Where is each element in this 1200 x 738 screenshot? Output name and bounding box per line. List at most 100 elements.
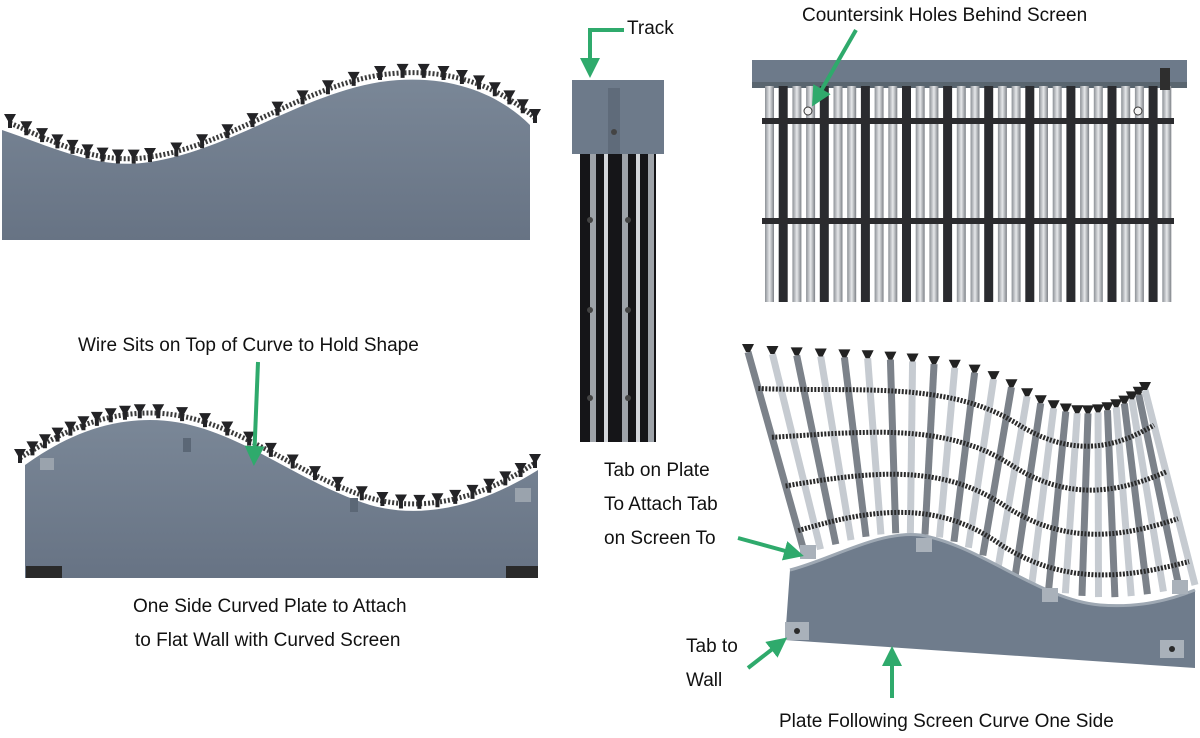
screen-bar-end [321, 80, 334, 95]
screen-bar [943, 86, 953, 302]
screen-bar [1080, 86, 1090, 302]
iso-wire [797, 509, 1190, 578]
screen-bar-end [20, 121, 33, 136]
screen-bar [970, 86, 980, 302]
track-bolt [587, 217, 593, 223]
top-left-plate-view [2, 63, 541, 240]
iso-bar-end [1139, 382, 1151, 390]
screen-bar [778, 86, 788, 302]
screen-bar-end [271, 101, 284, 116]
iso-bar [994, 395, 1031, 567]
screen-bar-end [111, 149, 124, 164]
screen-bar-end [488, 82, 501, 97]
screen-bar-end [394, 494, 407, 509]
iso-bar-end [968, 364, 981, 373]
iso-bar-end [1059, 403, 1072, 412]
screen-bar-end [81, 144, 94, 159]
iso-bar [793, 354, 840, 546]
iso-tab-wall-right-hole [1169, 646, 1175, 652]
screen-bar-end [376, 491, 389, 506]
screen-bar [929, 86, 939, 302]
screen-bar [1052, 86, 1062, 302]
iso-plate-top-edge [789, 532, 1196, 608]
countersink-hole-left [803, 106, 813, 116]
screen-bar-end [331, 476, 344, 491]
front-track-lip [752, 82, 1187, 88]
iso-plate-tab-3 [1042, 588, 1058, 602]
screen-bar-ends-mid-left [14, 404, 541, 509]
screen-bar-ends-top-left [4, 63, 541, 164]
arrow-track [580, 28, 624, 78]
iso-screen-view [742, 344, 1199, 668]
screen-bar [1039, 86, 1048, 302]
iso-bar-end [906, 353, 919, 362]
iso-wire [771, 429, 1167, 493]
iso-bar-end [790, 347, 803, 356]
iso-screen-wires [758, 386, 1190, 578]
screen-bar-end [64, 421, 77, 436]
iso-plate-front-face [785, 534, 1195, 668]
iso-bar-end [1034, 395, 1047, 404]
screen-bar-end [51, 427, 64, 442]
label-tab-wall-line1: Tab to [686, 636, 738, 657]
screen-bar [833, 86, 843, 302]
screen-bar-end [437, 66, 450, 81]
screen-bar-end [38, 434, 51, 449]
curved-plate-mid-left [25, 420, 538, 578]
iso-bar [979, 386, 1015, 557]
iso-bar-end [742, 344, 754, 352]
iso-bar [1103, 410, 1119, 598]
track-bar [648, 150, 654, 442]
screen-bar-end [503, 90, 516, 105]
screen-bar-end [413, 494, 426, 509]
plate-tab-mid-1 [183, 438, 191, 452]
screen-bar [1121, 86, 1131, 302]
screen-bar-end [90, 411, 103, 426]
screen-bar [997, 86, 1007, 302]
arrow-wire-sits [244, 361, 265, 466]
iso-bar [921, 363, 938, 535]
screen-bar [874, 86, 884, 302]
screen-bar-end [529, 109, 541, 123]
screen-bar-end [347, 71, 360, 86]
track-bolt [587, 395, 593, 401]
screen-bar-end [309, 466, 322, 481]
label-one-side-line1: One Side Curved Plate to Attach [133, 596, 407, 617]
screen-bar-end [473, 75, 486, 90]
label-tab-plate-line1: Tab on Plate [604, 460, 710, 481]
screen-bar-end [455, 69, 468, 84]
screen-bar-end [221, 421, 234, 436]
screen-bar-end [529, 454, 541, 468]
screen-bar-end [144, 148, 156, 162]
screen-bar-end [96, 147, 109, 162]
foot-tab-right [506, 566, 538, 578]
track-bar [604, 150, 608, 442]
iso-bar-end [1132, 386, 1145, 395]
curved-plate-top-left [2, 79, 530, 240]
screen-bar-end [466, 484, 479, 499]
iso-bar-end [1101, 402, 1114, 411]
front-rod-lower [762, 218, 1174, 224]
screen-bar-end [431, 493, 444, 508]
iso-bar-end [1092, 404, 1105, 413]
screen-bar [806, 86, 816, 302]
iso-bar [744, 351, 809, 556]
track-head-slot [608, 88, 620, 154]
iso-bar-end [766, 346, 779, 355]
screen-bar-end [221, 124, 234, 139]
screen-bar-end [374, 66, 386, 80]
screen-bar [860, 86, 870, 302]
iso-bar-end [928, 356, 941, 365]
iso-wire [785, 471, 1179, 537]
iso-bar [840, 356, 870, 538]
iso-bar-end [987, 371, 1000, 380]
screen-bar-end [77, 416, 90, 431]
track-bolt [625, 217, 631, 223]
screen-bar [956, 86, 966, 302]
iso-bar-end [948, 359, 961, 368]
iso-bar [1045, 411, 1070, 590]
iso-bar [1078, 413, 1092, 596]
label-wire-sits: Wire Sits on Top of Curve to Hold Shape [78, 335, 419, 356]
label-plate-following: Plate Following Screen Curve One Side [779, 711, 1114, 732]
track-bolts [587, 129, 631, 401]
